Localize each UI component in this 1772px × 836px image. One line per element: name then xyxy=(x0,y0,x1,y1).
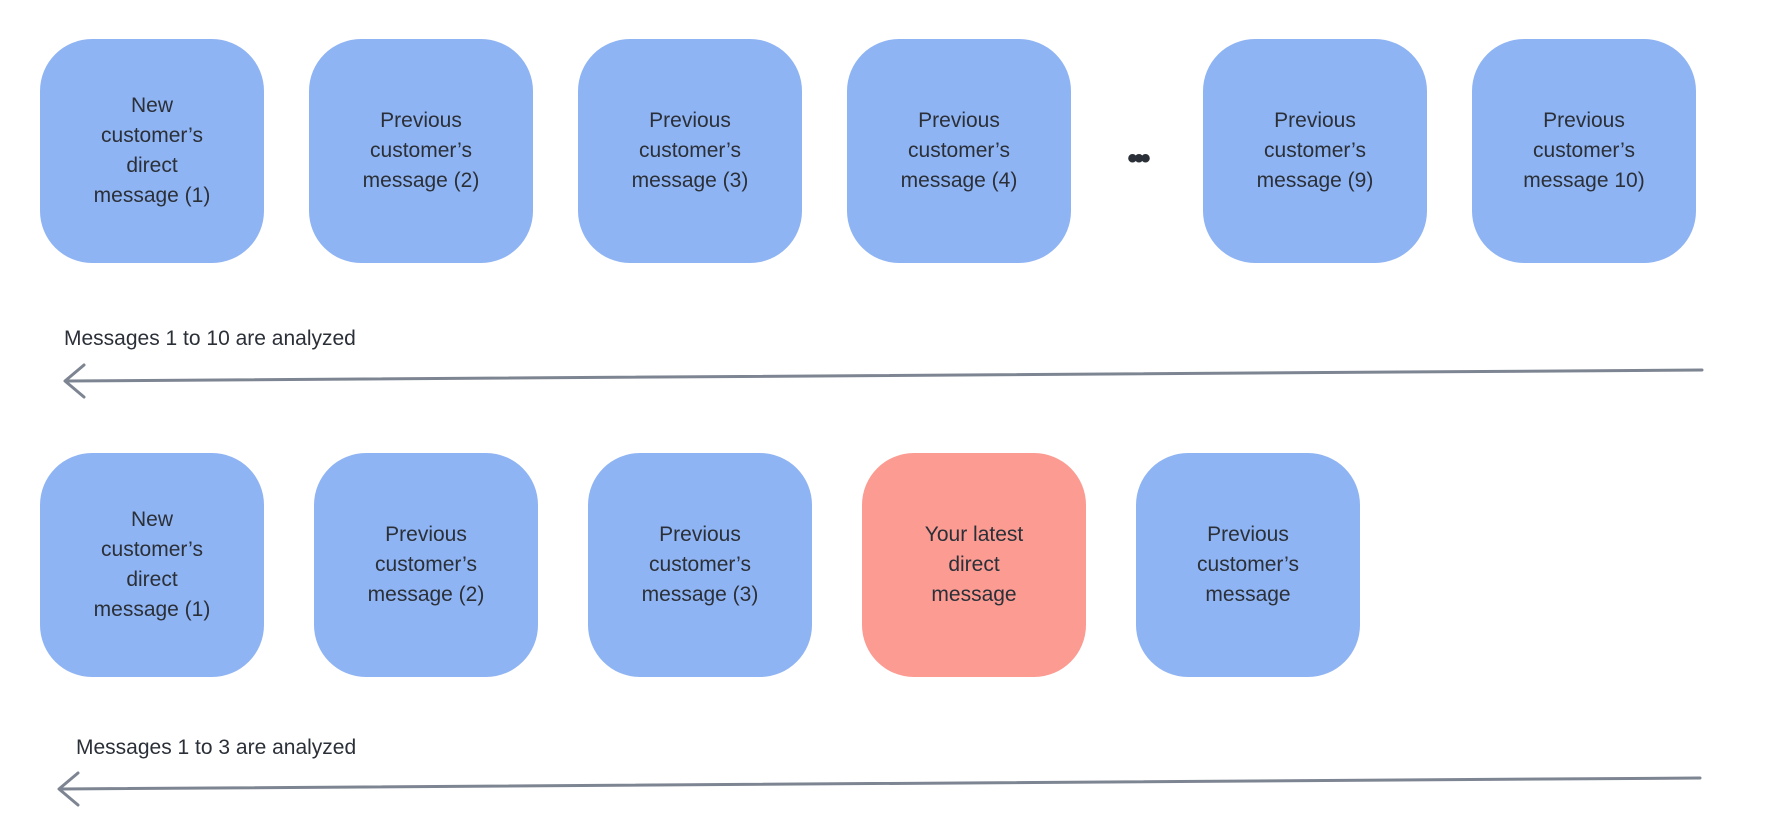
row1-message-box-2: Previous customer’s message (2) xyxy=(309,39,533,263)
box-label: Previous customer’s message (3) xyxy=(641,523,759,606)
row1-message-box-3: Previous customer’s message (3) xyxy=(578,39,802,263)
ellipsis-icon: ••• xyxy=(1127,142,1151,175)
box-label: Previous customer’s message (2) xyxy=(367,523,485,606)
box-label: New customer’s direct message (1) xyxy=(93,508,211,621)
row1-message-box-1: New customer’s direct message (1) xyxy=(40,39,264,263)
row1-message-box-10: Previous customer’s message 10) xyxy=(1472,39,1696,263)
box-label: Previous customer’s message (2) xyxy=(362,109,480,192)
row-2-caption: Messages 1 to 3 are analyzed xyxy=(76,736,357,759)
row-1-left-arrow-icon xyxy=(63,363,1704,399)
box-label: Previous customer’s message xyxy=(1197,523,1299,606)
row-2-messages: New customer’s direct message (1) Previo… xyxy=(40,453,1360,677)
row-2-left-arrow-icon xyxy=(57,771,1702,807)
row-1-caption: Messages 1 to 10 are analyzed xyxy=(64,327,356,350)
box-label: Previous customer’s message (4) xyxy=(900,109,1018,192)
row2-message-box-3: Previous customer’s message (3) xyxy=(588,453,812,677)
row2-message-box-5: Previous customer’s message xyxy=(1136,453,1360,677)
your-latest-direct-message-box: Your latest direct message xyxy=(862,453,1086,677)
box-label: Previous customer’s message (9) xyxy=(1256,109,1374,192)
row2-message-box-1: New customer’s direct message (1) xyxy=(40,453,264,677)
row2-message-box-2: Previous customer’s message (2) xyxy=(314,453,538,677)
box-label: Previous customer’s message (3) xyxy=(631,109,749,192)
row1-message-box-9: Previous customer’s message (9) xyxy=(1203,39,1427,263)
row1-message-box-4: Previous customer’s message (4) xyxy=(847,39,1071,263)
row-1-messages: New customer’s direct message (1) Previo… xyxy=(40,39,1696,263)
box-label: Previous customer’s message 10) xyxy=(1523,109,1645,192)
box-label: New customer’s direct message (1) xyxy=(93,94,211,207)
box-label: Your latest direct message xyxy=(924,523,1024,606)
